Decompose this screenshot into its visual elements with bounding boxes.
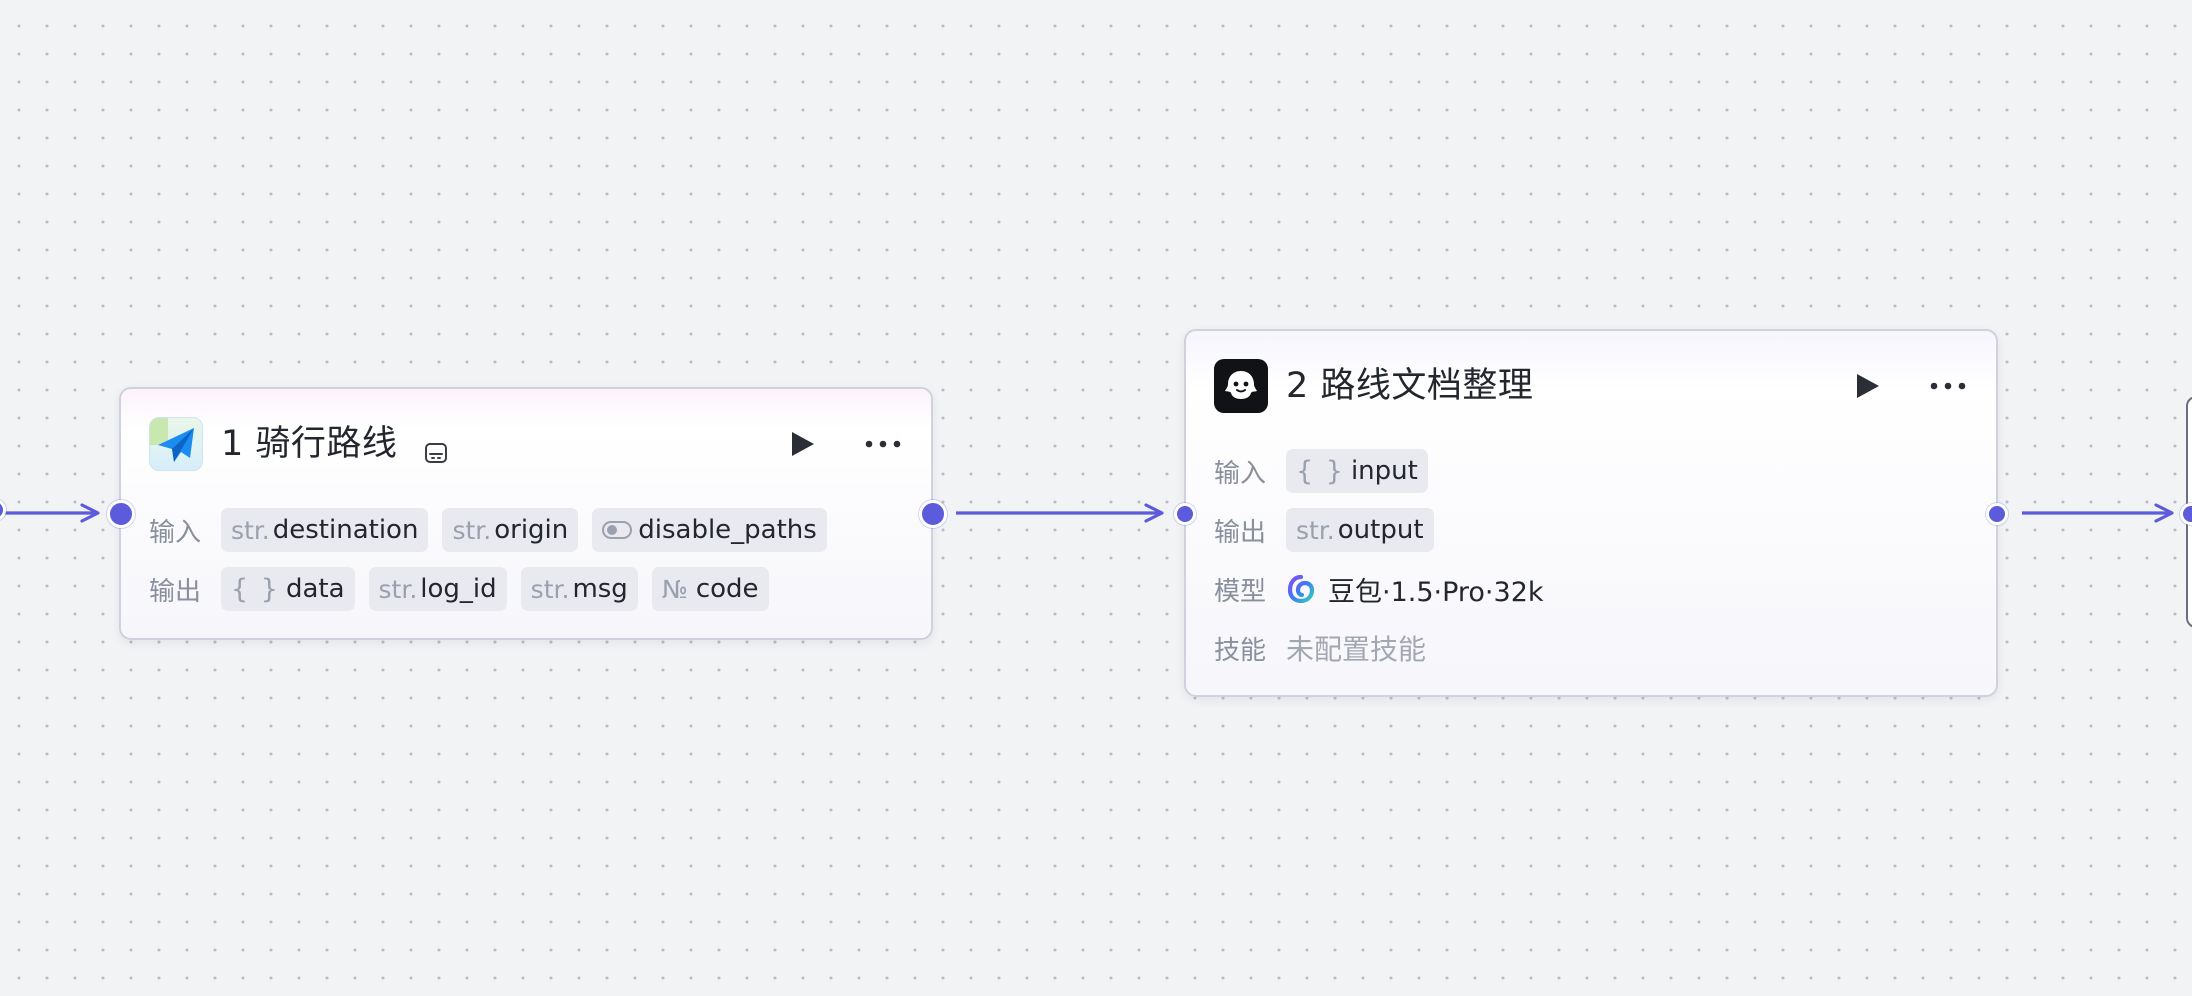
skills-row: 技能 未配置技能 <box>1214 625 1426 671</box>
outputs-label: 输出 <box>1214 517 1267 548</box>
type-string-icon: str. <box>378 574 418 604</box>
output-param-log-id[interactable]: str. log_id <box>368 567 507 611</box>
node1-output-port[interactable] <box>919 500 947 528</box>
model-label: 模型 <box>1214 576 1267 607</box>
run-button[interactable] <box>787 429 817 459</box>
node-title: 2 路线文档整理 <box>1286 366 1534 406</box>
node-header: 1 骑行路线 <box>149 417 903 473</box>
param-name: disable_paths <box>638 515 817 545</box>
output-param-output[interactable]: str. output <box>1286 508 1434 552</box>
type-string-icon: str. <box>452 515 492 545</box>
model-name: 豆包·1.5·Pro·32k <box>1328 576 1544 608</box>
inputs-row: 输入 str. destination str. origin disable_… <box>149 507 841 553</box>
plugin-badge-icon <box>423 432 449 463</box>
skills-empty-text: 未配置技能 <box>1286 633 1427 666</box>
outputs-label: 输出 <box>149 576 202 607</box>
node1-input-port[interactable] <box>107 500 135 528</box>
type-string-icon: str. <box>1296 515 1335 545</box>
bot-icon <box>1214 359 1268 413</box>
next-node-input-port[interactable] <box>2180 503 2192 525</box>
param-name: msg <box>572 574 628 604</box>
type-object-icon: { } <box>1296 455 1345 487</box>
model-selector[interactable]: 豆包·1.5·Pro·32k <box>1286 570 1544 609</box>
param-name: destination <box>272 515 419 545</box>
type-boolean-toggle-icon <box>602 521 633 539</box>
input-param-destination[interactable]: str. destination <box>221 508 429 552</box>
inputs-label: 输入 <box>149 517 202 548</box>
type-object-icon: { } <box>231 573 280 605</box>
type-number-icon: № <box>661 574 688 604</box>
node2-input-port[interactable] <box>1174 503 1196 525</box>
param-name: data <box>285 574 345 604</box>
param-name: log_id <box>420 574 497 604</box>
outputs-row: 输出 str. output <box>1214 507 1448 553</box>
node-header: 2 路线文档整理 <box>1214 359 1968 415</box>
type-string-icon: str. <box>231 515 270 545</box>
doubao-model-icon <box>1287 574 1315 604</box>
model-row: 模型 豆包·1.5·Pro·32k <box>1214 566 1544 612</box>
workflow-node-cycling-route[interactable]: 1 骑行路线 输入 str. destination str. origin <box>119 387 933 640</box>
skills-label: 技能 <box>1214 635 1267 666</box>
outputs-row: 输出 { } data str. log_id str. msg № code <box>149 566 783 612</box>
param-name: output <box>1337 515 1424 545</box>
input-param-disable-paths[interactable]: disable_paths <box>592 508 827 552</box>
node2-output-port[interactable] <box>1986 503 2008 525</box>
param-name: input <box>1350 456 1418 486</box>
inputs-row: 输入 { } input <box>1214 448 1442 494</box>
workflow-node-route-doc-organize[interactable]: 2 路线文档整理 输入 { } input 输出 str. output 模型 <box>1184 329 1998 697</box>
type-string-icon: str. <box>530 574 570 604</box>
inputs-label: 输入 <box>1214 458 1267 489</box>
input-param-input[interactable]: { } input <box>1286 449 1428 493</box>
output-param-data[interactable]: { } data <box>221 567 355 611</box>
output-param-code[interactable]: № code <box>651 567 769 611</box>
prev-node-output-port[interactable] <box>0 499 6 521</box>
output-param-msg[interactable]: str. msg <box>520 567 638 611</box>
more-options-button[interactable] <box>863 429 903 459</box>
node-title: 1 骑行路线 <box>221 421 449 467</box>
input-param-origin[interactable]: str. origin <box>442 508 579 552</box>
more-options-button[interactable] <box>1928 371 1968 401</box>
param-name: origin <box>494 515 569 545</box>
paper-plane-icon <box>149 417 203 471</box>
run-button[interactable] <box>1852 371 1882 401</box>
param-name: code <box>695 574 759 604</box>
